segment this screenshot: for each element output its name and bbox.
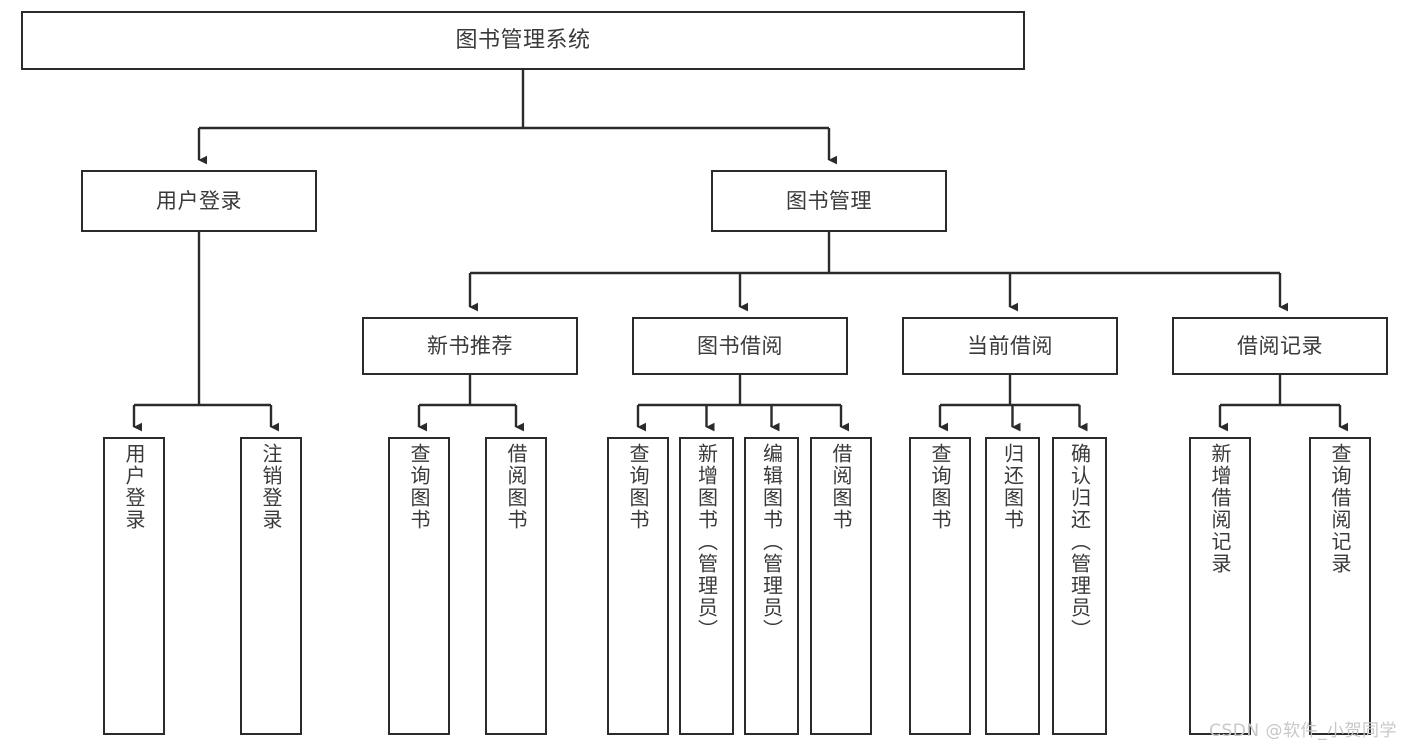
node-label: 注销登录 [259, 443, 283, 531]
node-label: 借阅记录 [1237, 333, 1323, 358]
node-label: 图书管理系统 [455, 27, 591, 53]
node-leaf-edit-book[interactable]: 编辑图书（管理员） [744, 437, 799, 735]
node-leaf-query-2[interactable]: 查询图书 [607, 437, 669, 735]
node-leaf-confirm[interactable]: 确认归还（管理员） [1052, 437, 1107, 735]
node-label: 查询图书 [928, 443, 952, 531]
node-book-manage[interactable]: 图书管理 [711, 170, 947, 232]
node-book-borrow[interactable]: 图书借阅 [632, 317, 848, 375]
node-leaf-add-book[interactable]: 新增图书（管理员） [679, 437, 734, 735]
node-label: 查询图书 [407, 443, 431, 531]
node-root[interactable]: 图书管理系统 [21, 11, 1025, 70]
node-leaf-add-record[interactable]: 新增借阅记录 [1189, 437, 1251, 735]
node-new-book-rec[interactable]: 新书推荐 [362, 317, 578, 375]
node-label: 新书推荐 [427, 333, 513, 358]
node-current-borrow[interactable]: 当前借阅 [902, 317, 1118, 375]
node-label: 用户登录 [156, 188, 242, 213]
node-leaf-query-1[interactable]: 查询图书 [388, 437, 450, 735]
node-label: 新增图书（管理员） [694, 443, 719, 641]
node-label: 新增借阅记录 [1208, 443, 1232, 575]
node-leaf-borrow-1[interactable]: 借阅图书 [485, 437, 547, 735]
node-leaf-borrow-2[interactable]: 借阅图书 [810, 437, 872, 735]
node-label: 图书借阅 [697, 333, 783, 358]
node-borrow-record[interactable]: 借阅记录 [1172, 317, 1388, 375]
node-label: 查询借阅记录 [1328, 443, 1352, 575]
csdn-watermark: CSDN @软件_小贺同学 [1209, 721, 1397, 741]
node-label: 借阅图书 [504, 443, 528, 531]
node-label: 查询图书 [626, 443, 650, 531]
node-label: 归还图书 [1000, 443, 1025, 531]
node-label: 用户登录 [122, 443, 146, 531]
node-leaf-query-3[interactable]: 查询图书 [909, 437, 971, 735]
node-label: 借阅图书 [829, 443, 853, 531]
node-user-login[interactable]: 用户登录 [81, 170, 317, 232]
node-label: 当前借阅 [967, 333, 1053, 358]
node-label: 图书管理 [786, 188, 872, 213]
node-label: 编辑图书（管理员） [759, 443, 784, 641]
node-leaf-logout[interactable]: 注销登录 [240, 437, 302, 735]
node-leaf-qry-record[interactable]: 查询借阅记录 [1309, 437, 1371, 735]
node-leaf-return[interactable]: 归还图书 [985, 437, 1040, 735]
node-label: 确认归还（管理员） [1067, 443, 1092, 641]
node-leaf-user-login[interactable]: 用户登录 [103, 437, 165, 735]
